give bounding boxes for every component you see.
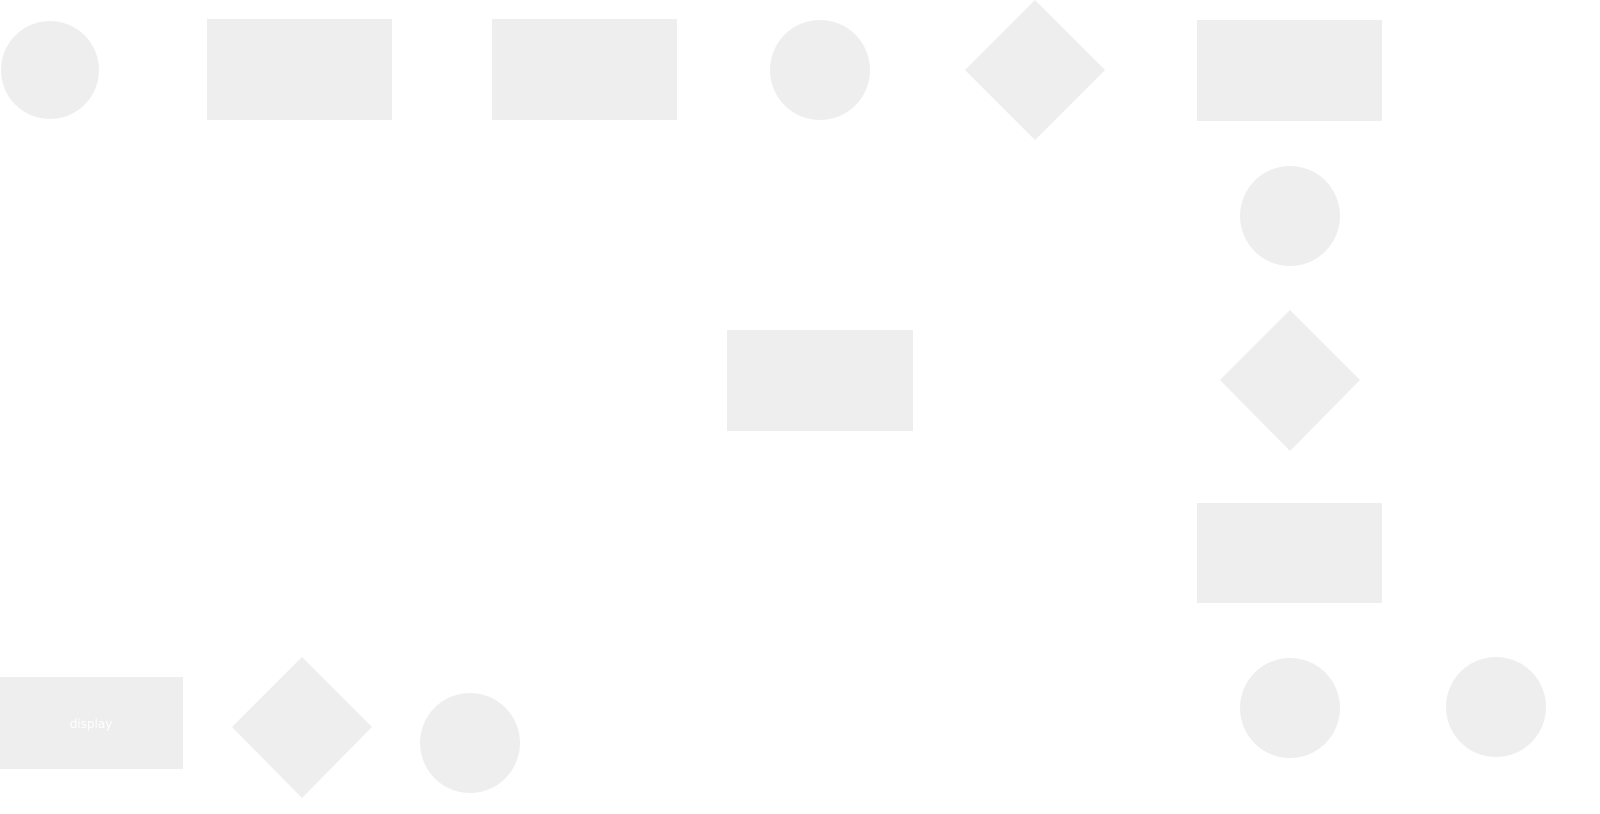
node-rect-2[interactable] [492, 19, 677, 120]
node-rect-4[interactable] [727, 330, 913, 431]
node-diamond-2[interactable] [1220, 310, 1360, 451]
node-circle-2[interactable] [770, 20, 870, 120]
node-display-label: display [70, 717, 113, 731]
node-diamond-1[interactable] [965, 0, 1105, 140]
node-diamond-3[interactable] [232, 657, 372, 798]
node-rect-1[interactable] [207, 19, 392, 120]
node-display[interactable]: display [0, 677, 183, 769]
node-circle-5[interactable] [1240, 658, 1340, 758]
node-rect-3[interactable] [1197, 20, 1382, 121]
node-circle-1[interactable] [1, 21, 99, 119]
node-circle-6[interactable] [1446, 657, 1546, 757]
node-rect-display[interactable] [0, 677, 183, 769]
node-circle-4[interactable] [420, 693, 520, 793]
node-circle-3[interactable] [1240, 166, 1340, 266]
node-rect-5[interactable] [1197, 503, 1382, 603]
